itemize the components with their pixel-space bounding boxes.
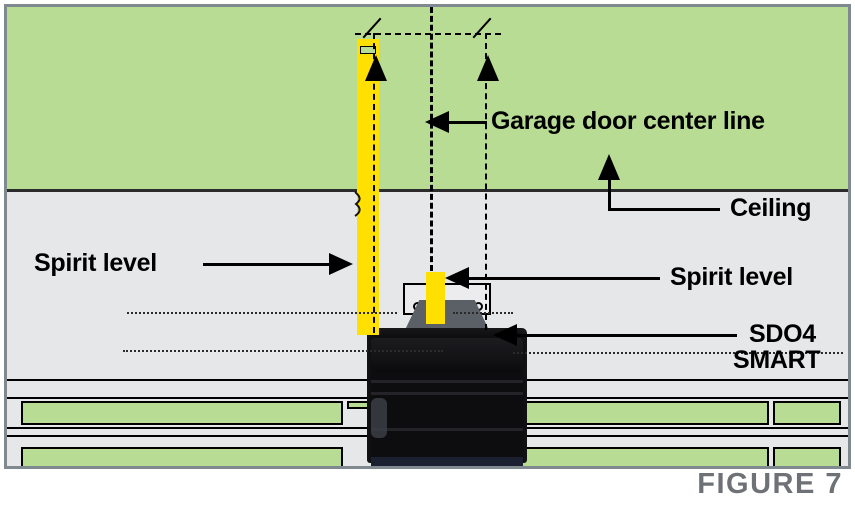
dimension-line-horizontal: [355, 33, 501, 35]
opener-foot: [371, 457, 523, 466]
panel-segment: [773, 447, 841, 466]
ceiling-region: [7, 7, 848, 192]
long-spirit-level: [357, 39, 379, 335]
opener-seam: [371, 392, 523, 395]
drawing-frame: Garage door center line Ceiling Spirit l…: [4, 4, 851, 469]
reference-line-bracket-left: [127, 312, 397, 314]
label-garage-door-center-line: Garage door center line: [491, 107, 765, 135]
extension-line-left: [373, 33, 375, 333]
arrow-right-spirit-level: [329, 253, 353, 275]
arrow-left-garage-center: [425, 111, 449, 133]
reference-line-left: [123, 350, 443, 352]
extension-line-right: [485, 33, 487, 330]
arrow-up-left: [365, 55, 387, 81]
opener-body: [367, 328, 527, 463]
panel-segment: [21, 401, 343, 425]
leader-device: [515, 334, 737, 337]
leader-garage-center: [447, 121, 487, 124]
mounting-bracket: [405, 300, 489, 330]
reference-line-right: [513, 352, 843, 354]
arrow-left-spirit-level: [445, 267, 469, 289]
leader-ceiling-vertical: [608, 179, 611, 209]
opener-seam: [371, 428, 523, 431]
arrow-up-right: [477, 55, 499, 81]
label-spirit-level-right: Spirit level: [670, 263, 793, 291]
label-device-line1: SDO4: [749, 320, 816, 348]
reference-line-bracket-right: [453, 312, 513, 314]
arrow-left-device: [493, 324, 517, 346]
panel-row-lower: [7, 447, 848, 466]
leader-ceiling-horizontal: [608, 208, 720, 211]
arrow-up-ceiling: [598, 154, 620, 180]
opener-seam: [371, 380, 523, 383]
small-spirit-level: [426, 272, 445, 324]
garage-door-center-line: [430, 7, 433, 271]
label-ceiling: Ceiling: [730, 194, 812, 222]
panel-segment: [773, 401, 841, 425]
figure-caption: FIGURE 7: [697, 468, 843, 500]
leader-spirit-level-left: [203, 263, 331, 266]
garage-door-panels: [7, 373, 848, 466]
panel-segment: [21, 447, 343, 466]
spirit-level-vial: [360, 46, 376, 54]
leader-spirit-level-right: [467, 277, 660, 280]
spirit-level-break-mark: [353, 191, 363, 217]
break-squiggle-icon: [354, 191, 361, 217]
label-device-line2: SMART: [733, 346, 821, 374]
opener-lens: [371, 398, 387, 438]
label-spirit-level-left: Spirit level: [34, 249, 157, 277]
